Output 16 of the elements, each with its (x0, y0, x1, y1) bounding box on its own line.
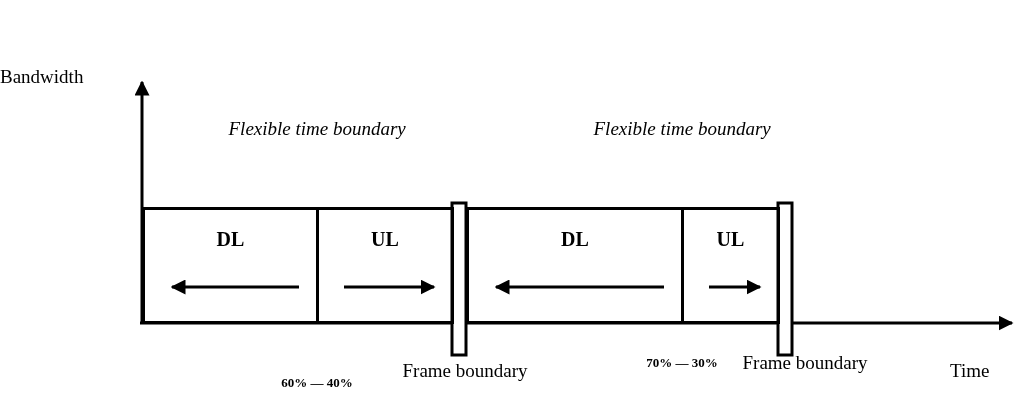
boundary-note: Flexible time boundary (593, 118, 771, 139)
boundary-note: Frame boundary (742, 352, 868, 373)
segment-label: DL (560, 228, 590, 251)
axis-title: Time (950, 360, 990, 381)
split-ratio: 60% — 40% (281, 374, 353, 392)
segment-label: UL (715, 228, 746, 251)
frame-segment-box (681, 207, 780, 324)
split-ratio: 70% — 30% (646, 354, 718, 372)
boundary-note: Frame boundary (402, 360, 528, 381)
axis-title: Bandwidth (0, 66, 84, 87)
frame-segment-box (142, 207, 319, 324)
boundary-note: Flexible time boundary (228, 118, 406, 139)
frame-segment-box (466, 207, 684, 324)
segment-label: UL (370, 228, 400, 251)
frame-segment-box (316, 207, 454, 324)
segment-label: DL (215, 228, 246, 251)
